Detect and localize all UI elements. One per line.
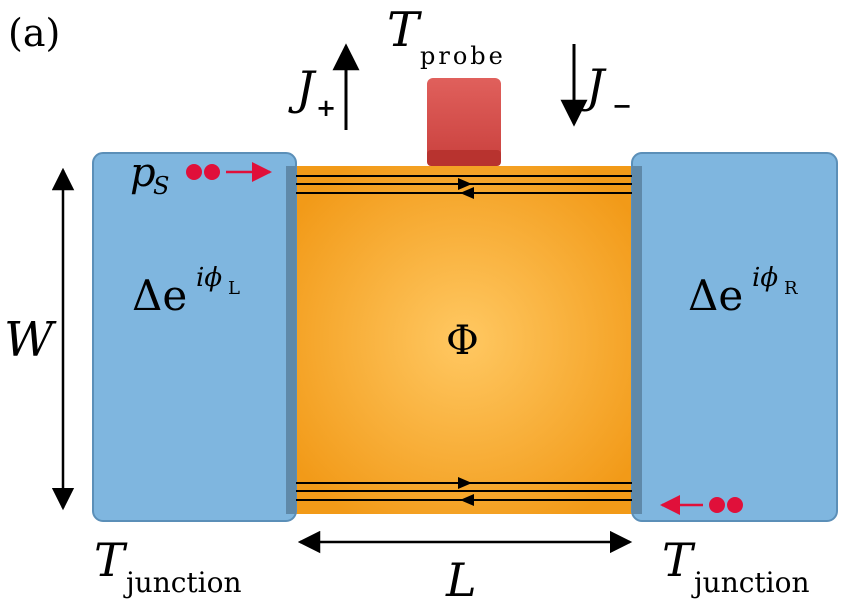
cooper-pair-electron-3 bbox=[709, 497, 725, 513]
bottom-channel-right-arrow bbox=[458, 477, 472, 489]
left-junction-temperature-label: Tjunction bbox=[94, 533, 242, 599]
current-plus-label: J+ bbox=[288, 61, 336, 122]
right-junction-temperature-label: Tjunction bbox=[662, 533, 810, 599]
probe-shadow bbox=[427, 150, 501, 166]
probe-block bbox=[427, 78, 501, 166]
top-channel-right-arrow bbox=[458, 178, 472, 190]
bottom-channel-left-arrow bbox=[460, 494, 474, 506]
normal-region bbox=[288, 166, 640, 514]
flux-label: Φ bbox=[446, 318, 479, 364]
top-channel-left-arrow bbox=[460, 187, 474, 199]
right-lead-edge-shadow bbox=[632, 166, 642, 514]
cooper-pair-electron-1 bbox=[186, 164, 202, 180]
cooper-pair-label: pS bbox=[130, 150, 169, 200]
length-label: L bbox=[445, 553, 477, 607]
right-superconducting-lead bbox=[631, 152, 838, 522]
probe-temperature-label: Tprobe bbox=[387, 2, 506, 70]
left-superconducting-lead bbox=[92, 152, 297, 522]
width-label: W bbox=[4, 312, 57, 368]
current-minus-label: J− bbox=[578, 59, 632, 120]
cooper-pair-electron-4 bbox=[727, 497, 743, 513]
cooper-pair-electron-2 bbox=[204, 164, 220, 180]
panel-label: (a) bbox=[8, 11, 60, 55]
left-lead-edge-shadow bbox=[286, 166, 296, 514]
